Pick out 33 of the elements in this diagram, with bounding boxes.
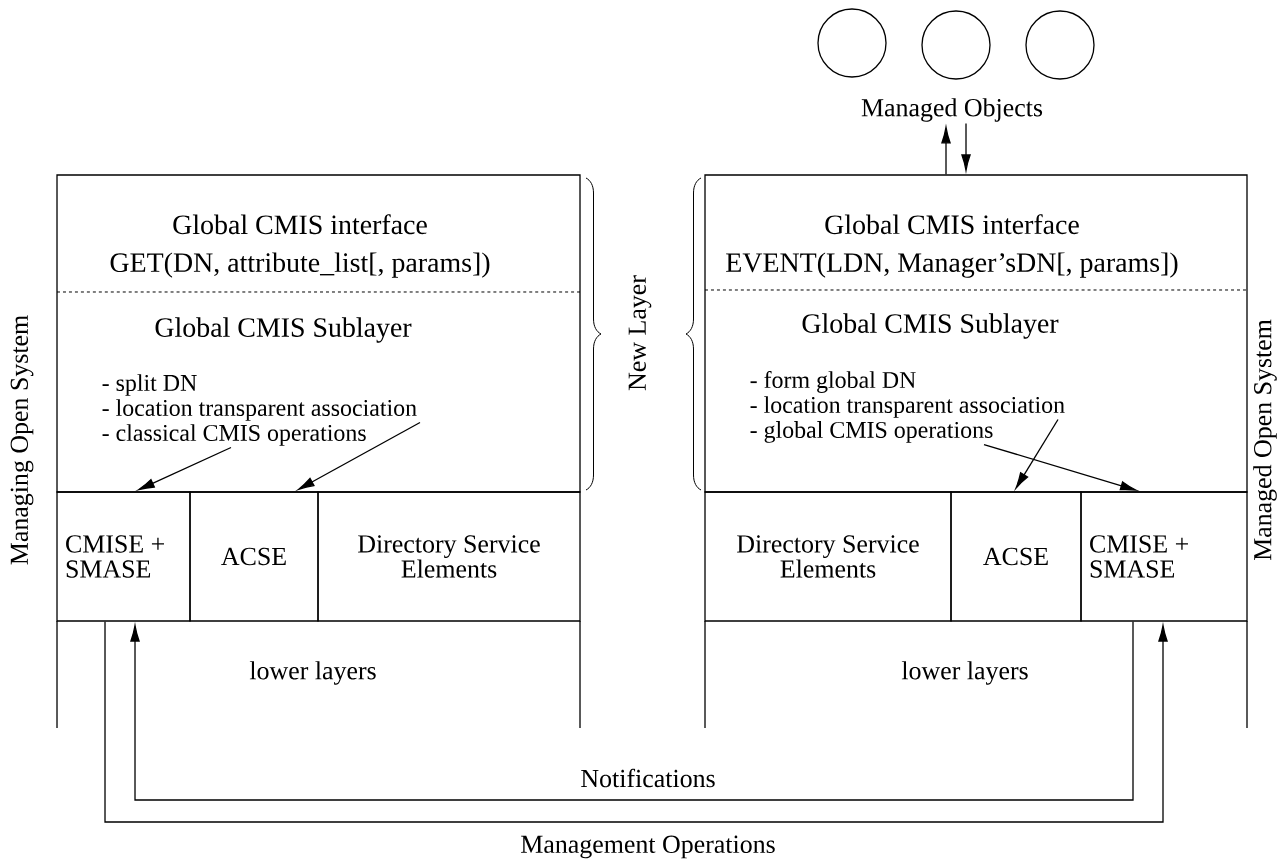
service-element-box: ACSE bbox=[950, 491, 1082, 622]
managed-object-circle bbox=[817, 8, 887, 78]
list-item: - location transparent association bbox=[750, 396, 1065, 418]
interface-layer-box: Global CMIS interface EVENT(LDN, Manager’sDN[, params]) bbox=[704, 174, 1248, 291]
list-item: - global CMIS operations bbox=[750, 421, 993, 443]
arrow bbox=[961, 122, 971, 172]
list-item: - location transparent association bbox=[102, 399, 417, 421]
caption-text: Managed Objects bbox=[861, 98, 1043, 122]
arrow bbox=[941, 126, 951, 175]
layer-label: lower layers bbox=[901, 661, 1028, 685]
side-label: Managed Open System bbox=[1253, 319, 1277, 561]
list-item: - split DN bbox=[102, 374, 197, 396]
layer-label: lower layers bbox=[249, 661, 376, 685]
interface-layer-box: Global CMIS interface GET(DN, attribute_list[, params]) bbox=[56, 174, 581, 293]
service-element-box: Directory Service Elements bbox=[317, 491, 581, 622]
arrow bbox=[983, 443, 1137, 491]
managed-object-circle bbox=[1025, 10, 1095, 80]
arrow bbox=[137, 446, 232, 491]
service-element-box: CMISE + SMASE bbox=[56, 491, 191, 622]
list-item: - classical CMIS operations bbox=[102, 424, 366, 446]
edge-label: Notifications bbox=[581, 768, 715, 788]
service-element-box: ACSE bbox=[189, 491, 319, 622]
managed-object-circle bbox=[921, 10, 991, 80]
service-element-box: Directory Service Elements bbox=[704, 491, 952, 622]
list-item: - form global DN bbox=[750, 371, 916, 393]
arrow bbox=[297, 421, 421, 491]
edge-label: Management Operations bbox=[521, 835, 775, 859]
side-label: Managing Open System bbox=[10, 315, 34, 565]
arrow bbox=[104, 621, 1168, 823]
side-label: New Layer bbox=[628, 275, 652, 391]
service-element-box: CMISE + SMASE bbox=[1080, 491, 1248, 622]
arrow bbox=[1015, 418, 1059, 489]
arrow bbox=[130, 621, 1134, 801]
